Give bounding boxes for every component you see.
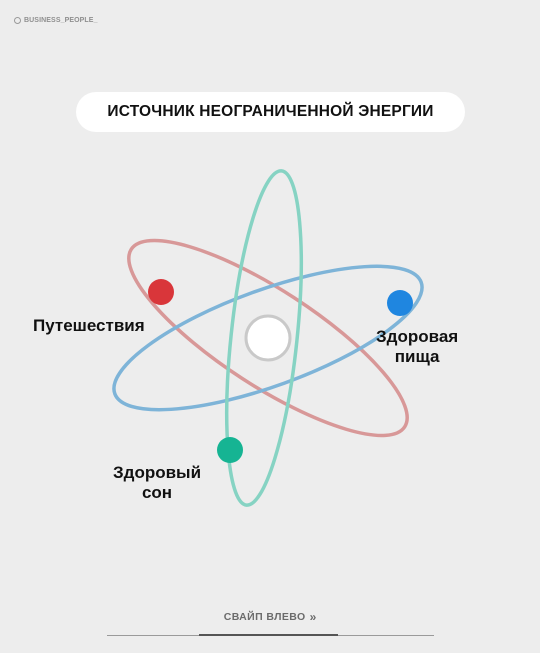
account-handle: BUSINESS_PEOPLE_	[14, 17, 98, 24]
label-food-line-2: пища	[394, 347, 440, 366]
green-orbit	[225, 169, 303, 507]
carousel-progress-fill	[198, 634, 339, 636]
blue-orbit	[112, 264, 424, 412]
carousel-progress	[107, 634, 434, 636]
label-healthy-sleep: Здоровый сон	[113, 463, 201, 503]
sleep-dot	[217, 437, 243, 463]
travel-dot	[148, 279, 174, 305]
red-orbit	[127, 238, 409, 438]
handle-text: BUSINESS_PEOPLE_	[24, 17, 98, 24]
label-sleep-line-1: Здоровый	[113, 463, 202, 482]
handle-icon	[14, 17, 21, 24]
double-chevron-right-icon: »	[309, 610, 317, 624]
label-sleep-line-2: сон	[141, 483, 173, 502]
swipe-hint[interactable]: СВАЙП ВЛЕВО »	[0, 610, 540, 624]
label-travel: Путешествия	[33, 316, 145, 336]
label-travel-text: Путешествия	[33, 316, 145, 335]
page-title: ИСТОЧНИК НЕОГРАНИЧЕННОЙ ЭНЕРГИИ	[107, 103, 434, 120]
swipe-label: СВАЙП ВЛЕВО	[223, 611, 306, 623]
nucleus	[244, 314, 292, 362]
label-healthy-food: Здоровая пища	[376, 327, 458, 367]
title-banner: ИСТОЧНИК НЕОГРАНИЧЕННОЙ ЭНЕРГИИ	[76, 92, 465, 132]
label-food-line-1: Здоровая	[376, 327, 459, 346]
food-dot	[387, 290, 413, 316]
